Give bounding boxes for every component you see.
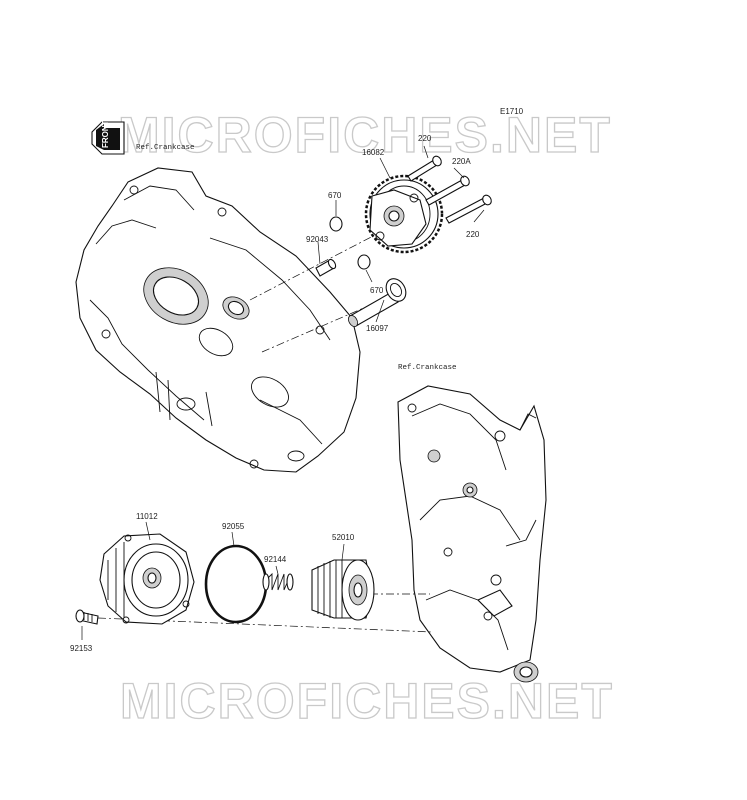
oil-filter-element-52010 <box>311 559 375 621</box>
diagram-code: E1710 <box>500 107 524 116</box>
bolt-220-bottom <box>445 194 492 224</box>
part-number-16082: 16082 <box>362 148 385 157</box>
o-ring-670-top <box>329 216 343 232</box>
part-number-220-bottom: 220 <box>466 230 480 239</box>
o-ring-92055 <box>204 544 268 624</box>
oil-pump-gear <box>364 174 444 254</box>
leader-lines-upper <box>317 145 485 323</box>
spring-92144 <box>262 572 294 591</box>
oil-pump-shaft-16097 <box>348 278 407 327</box>
watermark-top: MICROFICHES.NET <box>118 107 612 163</box>
bolt-92153 <box>75 609 99 625</box>
part-number-92043: 92043 <box>306 235 329 244</box>
leader-lines-lower <box>81 521 345 640</box>
part-number-220-top: 220 <box>418 134 432 143</box>
part-number-52010: 52010 <box>332 533 355 542</box>
part-number-92144: 92144 <box>264 555 287 564</box>
bolt-220a <box>425 175 470 206</box>
dowel-pin-92043 <box>315 258 337 277</box>
part-number-92055: 92055 <box>222 522 245 531</box>
part-number-220a: 220A <box>452 157 471 166</box>
part-number-11012: 11012 <box>136 512 158 521</box>
part-number-670-top: 670 <box>328 191 342 200</box>
bolt-220-top <box>407 155 442 182</box>
part-number-16097: 16097 <box>366 324 389 333</box>
part-number-92153: 92153 <box>70 644 93 653</box>
front-arrow-icon: FRONT <box>91 120 125 155</box>
o-ring-670-bottom <box>357 254 371 270</box>
ref-crankcase-label-right: Ref.Crankcase <box>398 364 457 372</box>
right-crankcase <box>397 385 547 683</box>
ref-crankcase-label-top: Ref.Crankcase <box>136 144 195 152</box>
oil-filter-cover-11012 <box>99 533 195 625</box>
part-number-670-bottom: 670 <box>370 286 384 295</box>
watermark-bottom: MICROFICHES.NET <box>120 673 614 729</box>
left-crankcase <box>75 167 361 473</box>
front-label: FRONT <box>101 120 110 148</box>
